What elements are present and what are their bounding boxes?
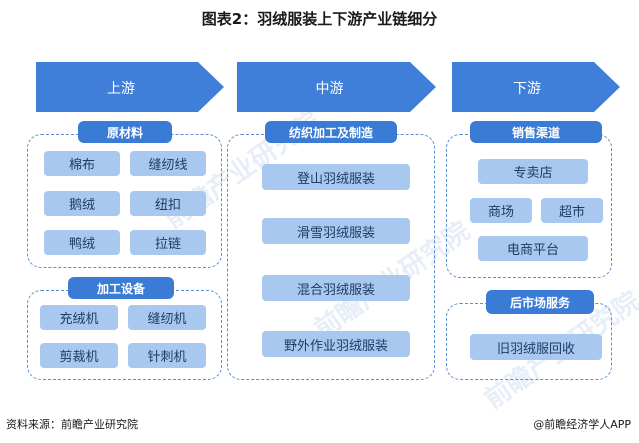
manufacturing-item: 登山羽绒服装	[262, 164, 410, 190]
material-item: 鹅绒	[44, 191, 120, 216]
channel-item: 商场	[470, 198, 532, 223]
equipment-item: 充绒机	[40, 305, 118, 330]
stage-label-downstream: 下游	[513, 81, 541, 97]
stage-arrow-upstream	[36, 62, 224, 112]
sales-channels-header: 销售渠道	[470, 121, 602, 143]
channel-item: 超市	[541, 198, 603, 223]
channel-item: 专卖店	[478, 159, 588, 184]
aftermarket-header: 后市场服务	[486, 290, 594, 314]
channel-item: 电商平台	[478, 236, 588, 261]
material-item: 鸭绒	[44, 230, 120, 255]
equipment-item: 针刺机	[128, 343, 206, 368]
stage-label-upstream: 上游	[107, 81, 135, 97]
stage-label-midstream: 中游	[315, 81, 344, 97]
material-item: 纽扣	[130, 191, 206, 216]
manufacturing-item: 野外作业羽绒服装	[262, 331, 410, 357]
chart-title: 图表2：羽绒服装上下游产业链细分	[201, 10, 438, 28]
stage-arrow-downstream	[452, 62, 620, 112]
aftermarket-item: 旧羽绒服回收	[470, 334, 602, 360]
manufacturing-item: 滑雪羽绒服装	[262, 218, 410, 244]
source-note: 资料来源：前瞻产业研究院	[6, 418, 138, 431]
brand-note: @前瞻经济学人APP	[533, 418, 631, 431]
equipment-item: 缝纫机	[128, 305, 206, 330]
material-item: 棉布	[44, 151, 120, 176]
equipment-header: 加工设备	[68, 277, 174, 299]
equipment-item: 剪裁机	[40, 343, 118, 368]
stage-arrow-midstream	[237, 62, 436, 112]
material-item: 拉链	[130, 230, 206, 255]
manufacturing-header: 纺织加工及制造	[265, 121, 397, 143]
manufacturing-item: 混合羽绒服装	[262, 275, 410, 301]
material-item: 缝纫线	[130, 151, 206, 176]
materials-header: 原材料	[78, 121, 172, 143]
